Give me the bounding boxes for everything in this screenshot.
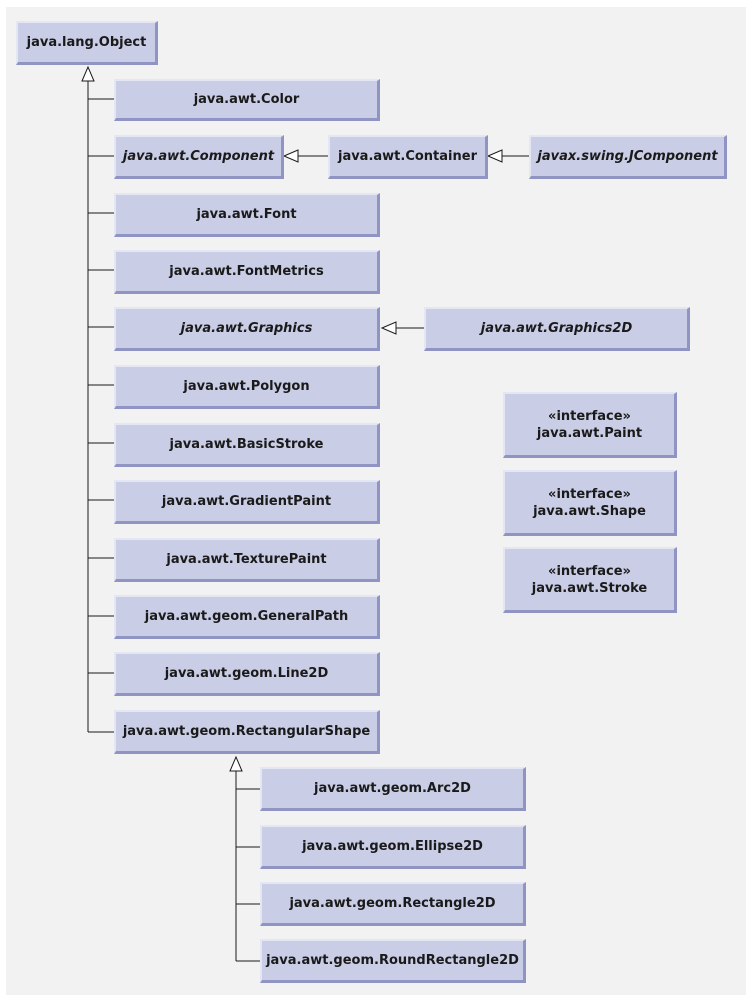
class-graphics: java.awt.Graphics <box>114 307 380 351</box>
graphics-generalization-arrow <box>380 321 397 335</box>
class-texturepaint-label: java.awt.TexturePaint <box>166 552 327 567</box>
class-gradientpaint-label: java.awt.GradientPaint <box>161 494 332 509</box>
class-polygon-label: java.awt.Polygon <box>183 379 310 394</box>
class-object: java.lang.Object <box>16 21 158 65</box>
class-rectangularshape: java.awt.geom.RectangularShape <box>114 710 380 754</box>
class-rectangle2d: java.awt.geom.Rectangle2D <box>260 882 526 926</box>
interface-paint-label: java.awt.Paint <box>536 425 643 441</box>
interface-paint-stereotype: «interface» <box>548 408 631 424</box>
class-graphics-label: java.awt.Graphics <box>180 321 313 336</box>
class-hierarchy-diagram: java.lang.Object java.awt.Color java.awt… <box>6 7 746 995</box>
class-rectangularshape-label: java.awt.geom.RectangularShape <box>122 724 371 739</box>
class-font: java.awt.Font <box>114 193 380 237</box>
class-object-label: java.lang.Object <box>26 35 147 50</box>
interface-stroke: «interface» java.awt.Stroke <box>503 547 677 613</box>
class-graphics2d: java.awt.Graphics2D <box>424 307 690 351</box>
class-fontmetrics: java.awt.FontMetrics <box>114 250 380 294</box>
class-roundrectangle2d: java.awt.geom.RoundRectangle2D <box>260 939 526 983</box>
component-generalization-arrow <box>282 149 299 163</box>
class-graphics2d-label: java.awt.Graphics2D <box>480 321 633 336</box>
class-ellipse2d-label: java.awt.geom.Ellipse2D <box>302 839 483 854</box>
object-generalization-arrow <box>81 65 95 82</box>
interface-shape: «interface» java.awt.Shape <box>503 470 677 536</box>
interface-shape-label: java.awt.Shape <box>533 503 646 519</box>
class-container-label: java.awt.Container <box>337 149 477 164</box>
rectangularshape-generalization-arrow <box>229 755 243 772</box>
class-color-label: java.awt.Color <box>193 92 300 107</box>
class-container: java.awt.Container <box>328 135 488 179</box>
class-arc2d-label: java.awt.geom.Arc2D <box>314 781 471 796</box>
class-fontmetrics-label: java.awt.FontMetrics <box>169 264 324 279</box>
class-jcomponent-label: javax.swing.JComponent <box>537 149 718 164</box>
class-line2d-label: java.awt.geom.Line2D <box>164 666 329 681</box>
interface-stroke-label: java.awt.Stroke <box>531 580 648 596</box>
class-basicstroke: java.awt.BasicStroke <box>114 423 380 467</box>
class-basicstroke-label: java.awt.BasicStroke <box>169 437 324 452</box>
class-font-label: java.awt.Font <box>196 207 297 222</box>
class-color: java.awt.Color <box>114 79 380 121</box>
class-component: java.awt.Component <box>114 135 284 179</box>
interface-shape-stereotype: «interface» <box>548 486 631 502</box>
class-line2d: java.awt.geom.Line2D <box>114 652 380 696</box>
class-texturepaint: java.awt.TexturePaint <box>114 538 380 582</box>
class-polygon: java.awt.Polygon <box>114 365 380 409</box>
class-ellipse2d: java.awt.geom.Ellipse2D <box>260 825 526 869</box>
class-arc2d: java.awt.geom.Arc2D <box>260 767 526 811</box>
class-roundrectangle2d-label: java.awt.geom.RoundRectangle2D <box>266 953 519 968</box>
interface-stroke-stereotype: «interface» <box>548 563 631 579</box>
class-generalpath: java.awt.geom.GeneralPath <box>114 595 380 639</box>
class-jcomponent: javax.swing.JComponent <box>529 135 727 179</box>
inheritance-lines <box>81 65 529 962</box>
interface-paint: «interface» java.awt.Paint <box>503 392 677 458</box>
class-component-label: java.awt.Component <box>122 149 275 164</box>
container-generalization-arrow <box>486 149 503 163</box>
class-rectangle2d-label: java.awt.geom.Rectangle2D <box>289 896 496 911</box>
class-generalpath-label: java.awt.geom.GeneralPath <box>144 609 349 624</box>
class-gradientpaint: java.awt.GradientPaint <box>114 480 380 524</box>
